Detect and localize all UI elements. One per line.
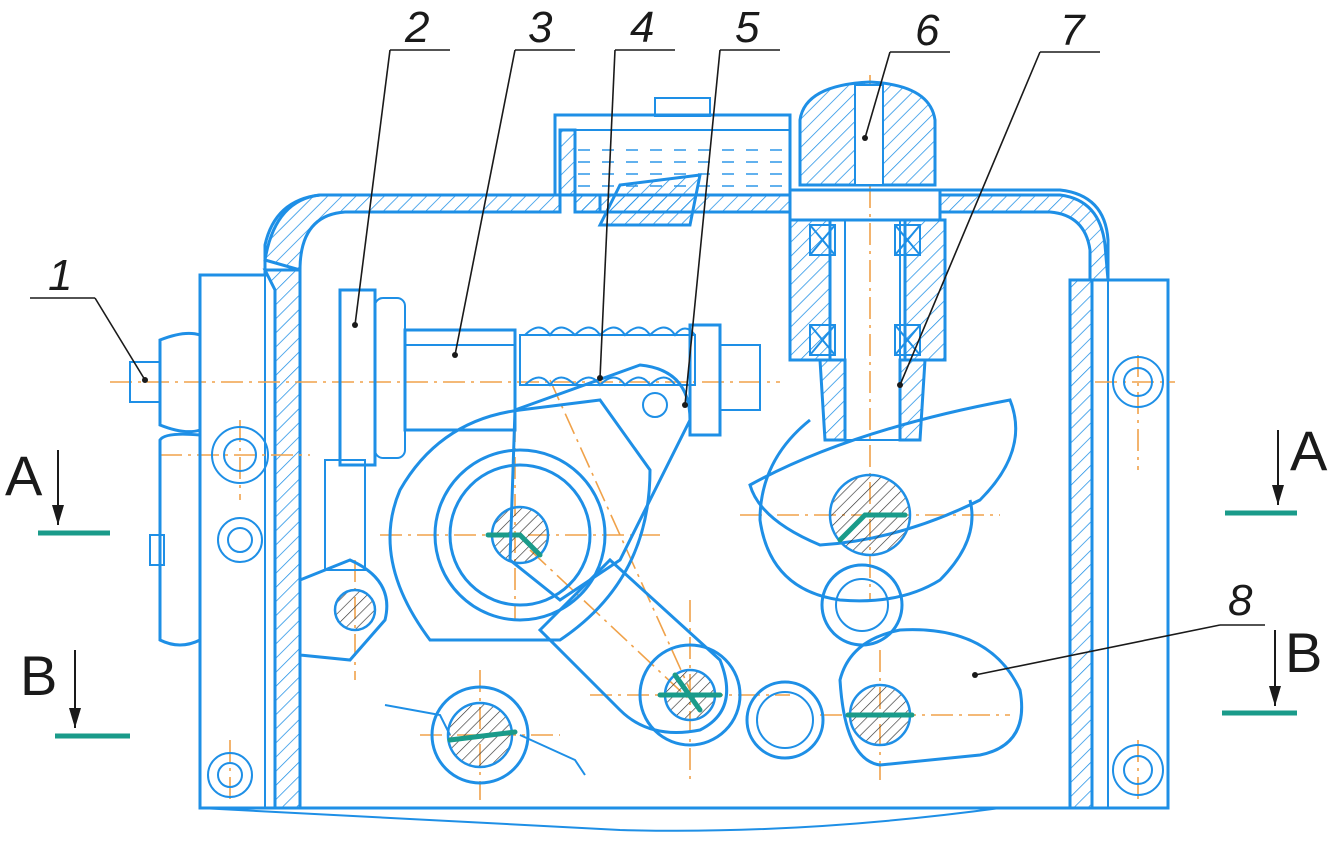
housing xyxy=(198,113,1170,832)
section-marker-a-right xyxy=(1225,430,1297,516)
oil-reservoir xyxy=(574,97,791,227)
section-marker-a-left xyxy=(38,450,110,536)
flange-bolts xyxy=(207,356,1164,798)
section-label-a-right: A xyxy=(1290,419,1328,482)
housing-right-wall xyxy=(1068,278,1094,810)
center-lines xyxy=(110,75,1175,800)
section-label-b-right: B xyxy=(1285,621,1322,684)
cam-disc xyxy=(388,398,652,642)
rocker-lever xyxy=(508,363,729,734)
small-roller xyxy=(745,680,825,760)
housing-left-wall xyxy=(262,268,302,810)
lower-left-pin xyxy=(384,685,586,785)
section-label-a-left: A xyxy=(5,444,43,507)
housing-top-wall xyxy=(263,193,562,272)
callout-5: 5 xyxy=(735,3,760,52)
left-bracket-pin xyxy=(298,558,389,662)
section-label-b-left: B xyxy=(20,644,57,707)
right-cam-assembly xyxy=(748,398,1018,647)
lever-8 xyxy=(838,628,1024,767)
section-marker-b-left xyxy=(55,650,130,739)
vertical-spindle-housing xyxy=(788,80,947,442)
callout-2: 2 xyxy=(404,3,429,52)
callout-8: 8 xyxy=(1228,576,1253,625)
callout-4: 4 xyxy=(630,3,654,52)
leader-lines xyxy=(30,49,1265,678)
callout-7: 7 xyxy=(1060,6,1086,55)
lower-pivot xyxy=(638,643,742,747)
callout-6: 6 xyxy=(915,6,940,55)
section-marker-b-right xyxy=(1222,630,1297,716)
callout-1: 1 xyxy=(48,251,72,300)
callout-3: 3 xyxy=(528,3,553,52)
worm-gear xyxy=(519,323,761,437)
